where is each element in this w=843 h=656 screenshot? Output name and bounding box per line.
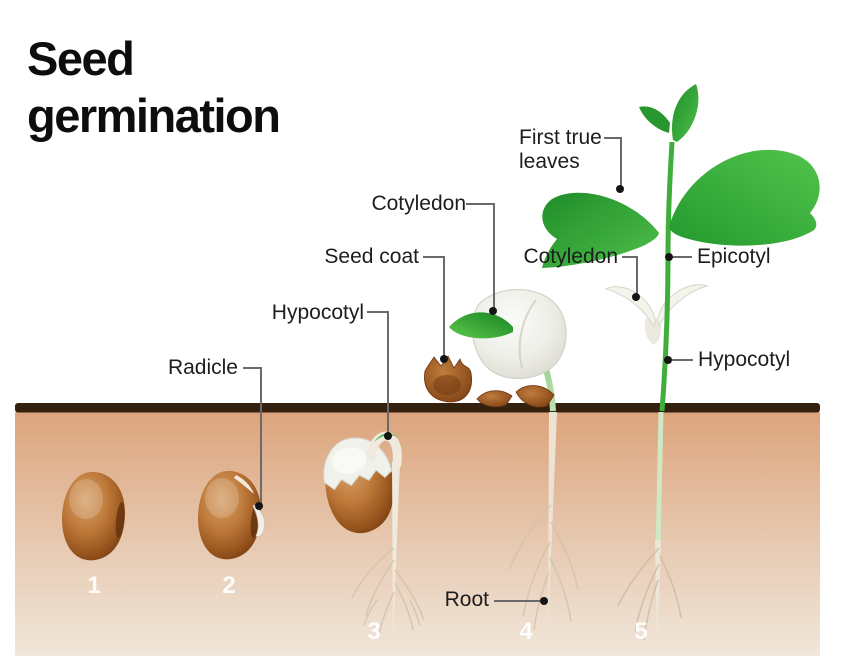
stage5-lateral-roots (617, 547, 682, 641)
stage1-seed (62, 471, 125, 561)
cotyledon-stage4-leader (466, 203, 495, 308)
leader-dots (255, 185, 673, 605)
stage2-seed (198, 470, 265, 560)
leader-lines (243, 137, 693, 602)
stage3-root (392, 462, 400, 640)
stage5-cotyledon-left (604, 286, 656, 329)
stage4-root (548, 412, 557, 630)
stage-number-2: 2 (222, 572, 236, 599)
stage2-radicle (252, 504, 265, 537)
stage-number-3: 3 (367, 618, 381, 645)
first-true-leaves-leader (604, 137, 622, 186)
radicle-leader (243, 367, 262, 505)
hypocotyl-stage3-leader (367, 311, 389, 433)
label-hypocotyl-stage3: Hypocotyl (271, 301, 364, 324)
stage5-left-leaf (542, 192, 659, 268)
stage4-lateral-roots (508, 504, 579, 631)
stage-number-4: 4 (519, 618, 533, 645)
stage4-broken-seed-coat (424, 355, 555, 408)
label-cotyledon-stage4: Cotyledon (371, 192, 466, 215)
label-root: Root (444, 588, 489, 611)
cotyledon-stage5-leader (622, 256, 638, 294)
stage3-seedling (323, 431, 425, 640)
stage-number-1: 1 (87, 572, 101, 599)
stage4-first-leaf (449, 312, 513, 339)
seed-coat-leader (423, 256, 445, 357)
stage-number-5: 5 (634, 618, 648, 645)
ground-line (15, 403, 820, 413)
label-cotyledon-stage5: Cotyledon (523, 245, 618, 268)
label-seed-coat: Seed coat (324, 245, 419, 268)
stage5-seedling (542, 84, 820, 655)
stage5-right-leaf (669, 149, 820, 246)
stage5-stem (659, 141, 675, 412)
label-epicotyl: Epicotyl (697, 245, 771, 268)
stage3-green-tip (374, 433, 399, 442)
label-radicle: Radicle (167, 356, 238, 379)
soil (15, 403, 820, 656)
label-first-true-leaves: First true leaves (519, 126, 602, 173)
diagram-title: Seed germination (27, 32, 281, 143)
stage5-underground-stem (655, 411, 664, 553)
seed-coat-crack (234, 475, 254, 494)
stage5-cotyledon-center (644, 318, 662, 345)
stage5-top-shoot-curl (639, 106, 670, 133)
label-hypocotyl-stage5: Hypocotyl (698, 348, 791, 371)
stage3-lateral-roots (351, 547, 425, 635)
stage5-top-shoot-leaf (671, 84, 699, 142)
